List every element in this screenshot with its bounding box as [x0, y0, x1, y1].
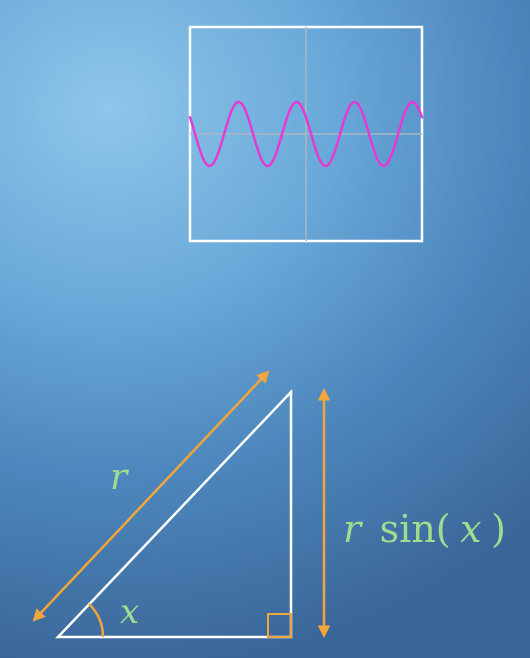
triangle-outline — [55, 388, 293, 639]
right-angle-marker — [267, 613, 292, 638]
angle-arc — [88, 603, 105, 638]
right-triangle — [55, 388, 293, 639]
hypotenuse-arrow — [32, 370, 270, 622]
sine-plot — [188, 25, 424, 243]
sine-wave — [188, 100, 424, 168]
hypotenuse-label: r — [110, 457, 129, 498]
opposite-label-x: x — [460, 507, 481, 551]
opposite-label-close: ) — [491, 507, 506, 551]
opposite-label-r: r — [343, 507, 364, 551]
opposite-label-sin: sin( — [380, 507, 451, 551]
opposite-side-label: r sin( x ) — [343, 507, 506, 551]
angle-label: x — [120, 592, 139, 632]
